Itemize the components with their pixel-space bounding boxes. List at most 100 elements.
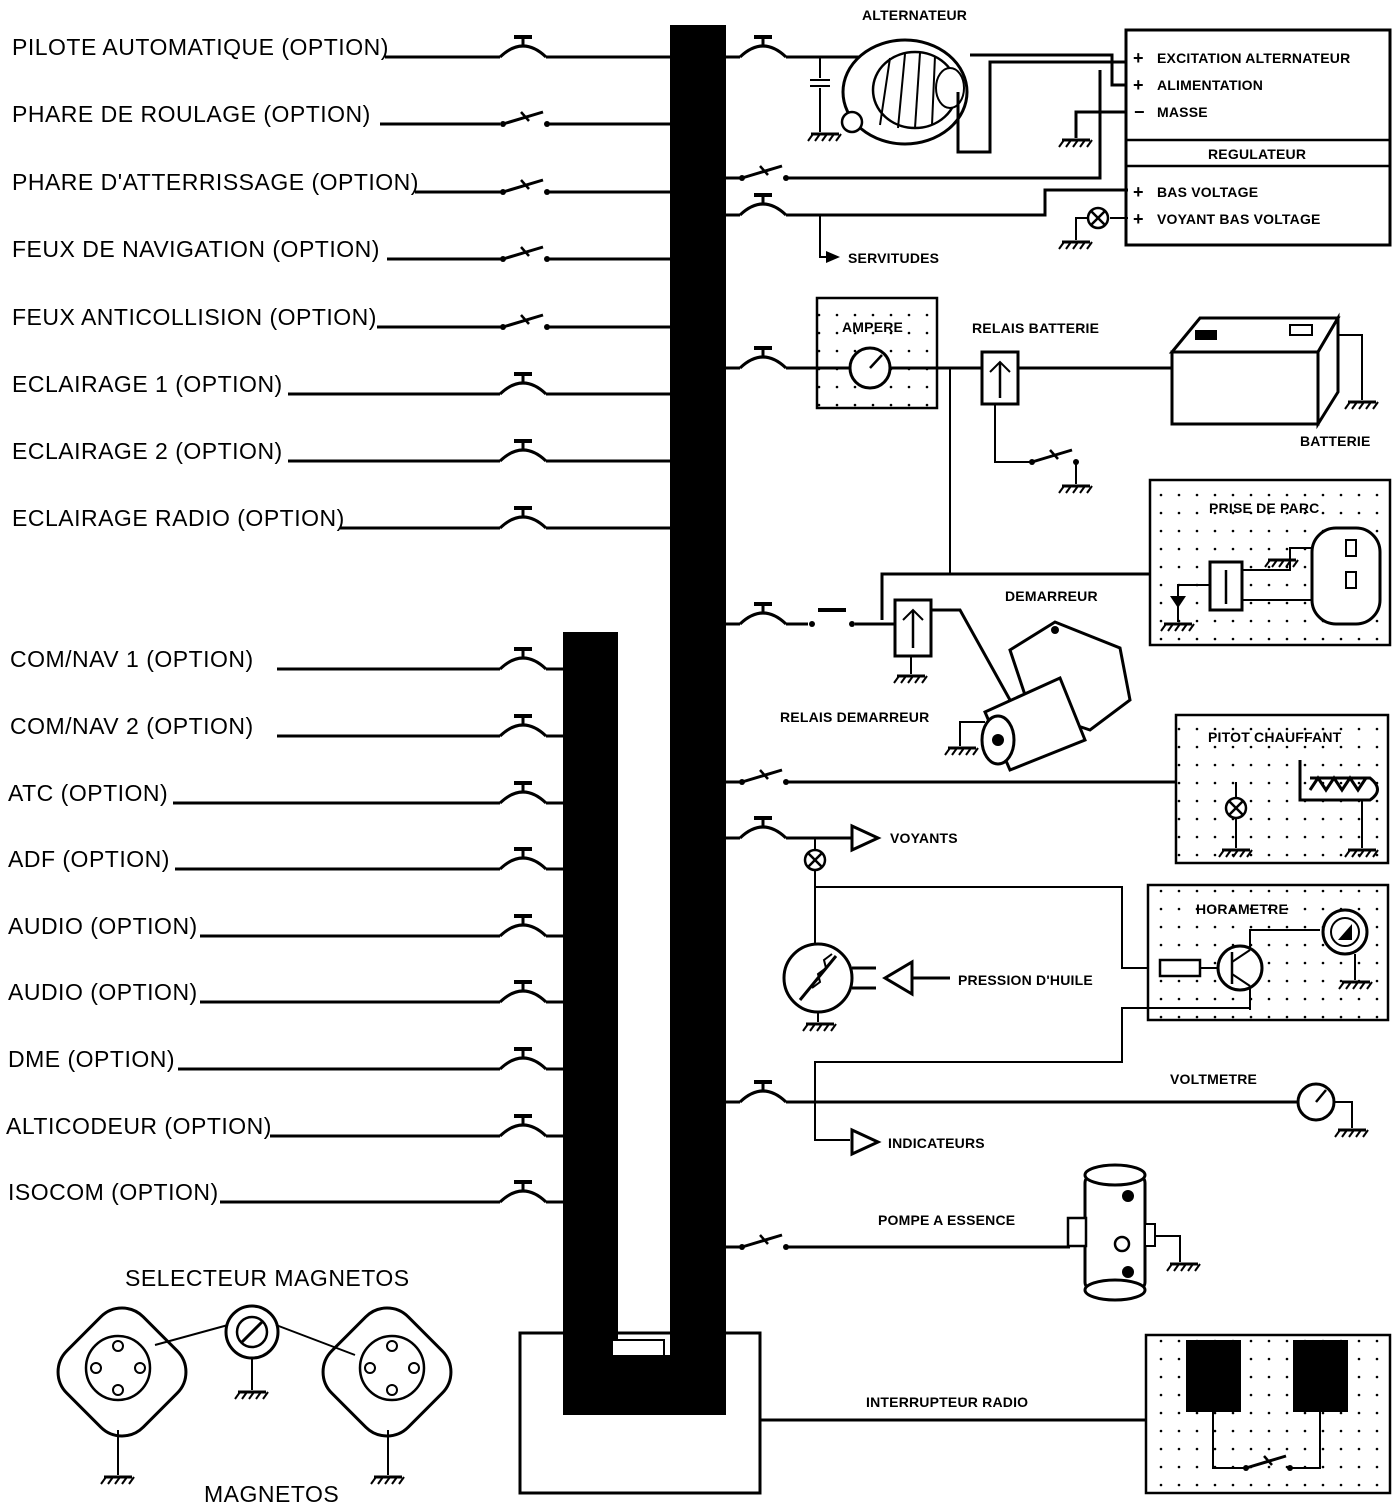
- avionics-label-6: DME (OPTION): [8, 1046, 175, 1072]
- circuit-breaker-icon[interactable]: [498, 1047, 548, 1071]
- regulator-title: REGULATEUR: [1208, 146, 1306, 162]
- ammeter-gauge-icon: [848, 346, 892, 390]
- hour-meter-gauge-icon: [1321, 908, 1369, 956]
- toggle-switch-icon[interactable]: [737, 1233, 791, 1252]
- pression-label: PRESSION D'HUILE: [958, 972, 1093, 988]
- batterie-label: BATTERIE: [1300, 433, 1371, 449]
- oil-pressure-lamp-icon: [803, 848, 827, 872]
- avionics-label-3: ADF (OPTION): [8, 846, 170, 872]
- radio-master-housing: [518, 1331, 762, 1495]
- ampere-label: AMPERE: [842, 319, 903, 335]
- battery-icon: [1168, 312, 1341, 430]
- ammeter-block: AMPERE: [815, 296, 939, 410]
- bus-link-gap: [611, 1339, 665, 1357]
- avionics-label-5: AUDIO (OPTION): [8, 979, 198, 1005]
- bus-link-bar: [563, 1355, 726, 1415]
- avionics-label-4: AUDIO (OPTION): [8, 913, 198, 939]
- pitot-lamp-icon: [1224, 796, 1248, 820]
- radio-master-switch-block[interactable]: [1144, 1333, 1392, 1495]
- regulator-sign-4: +: [1133, 209, 1144, 229]
- main-bus-bar: [670, 25, 726, 1415]
- heater-coil-icon: [1298, 760, 1379, 802]
- starter-relay-icon: [893, 598, 933, 658]
- circuit-breaker-icon[interactable]: [738, 816, 788, 840]
- battery-relay-icon: [980, 350, 1020, 406]
- circuit-breaker-icon[interactable]: [498, 647, 548, 671]
- breaker-label-0: PILOTE AUTOMATIQUE (OPTION): [12, 34, 389, 60]
- circuit-breaker-icon[interactable]: [498, 35, 548, 59]
- avionics-label-8: ISOCOM (OPTION): [8, 1179, 219, 1205]
- magnetos-label: MAGNETOS: [204, 1481, 339, 1506]
- magneto-selector-icon[interactable]: [224, 1304, 280, 1360]
- arrow-icon: [850, 824, 880, 852]
- regulator-terminal-1: ALIMENTATION: [1157, 77, 1263, 93]
- circuit-breaker-icon[interactable]: [498, 372, 548, 396]
- avionics-label-7: ALTICODEUR (OPTION): [6, 1113, 272, 1139]
- circuit-breaker-icon[interactable]: [738, 1080, 788, 1104]
- relais-demarreur-label: RELAIS DEMARREUR: [780, 709, 929, 725]
- toggle-switch-icon[interactable]: [498, 110, 552, 129]
- circuit-breaker-icon[interactable]: [738, 193, 788, 217]
- horametre-label: HORAMETRE: [1196, 901, 1288, 917]
- circuit-breaker-icon[interactable]: [498, 980, 548, 1004]
- hour-meter-block: HORAMETRE: [1146, 883, 1390, 1022]
- circuit-breaker-icon[interactable]: [498, 439, 548, 463]
- circuit-breaker-icon[interactable]: [738, 602, 788, 626]
- breaker-label-2: PHARE D'ATTERRISSAGE (OPTION): [12, 169, 419, 195]
- fuel-pump-icon: [1066, 1163, 1156, 1302]
- avionics-label-0: COM/NAV 1 (OPTION): [10, 646, 254, 672]
- circuit-breaker-icon[interactable]: [498, 781, 548, 805]
- start-button-icon[interactable]: [809, 608, 855, 627]
- magneto-selector-label: SELECTEUR MAGNETOS: [125, 1265, 410, 1291]
- warning-lamp-icon: [1086, 206, 1110, 230]
- arrow-icon: [850, 1128, 880, 1156]
- regulator-sign-0: +: [1133, 48, 1144, 68]
- toggle-switch-icon[interactable]: [1027, 448, 1081, 467]
- circuit-breaker-icon[interactable]: [498, 714, 548, 738]
- left-avionics-breakers: COM/NAV 1 (OPTION) COM/NAV 2 (OPTION) AT…: [6, 646, 563, 1205]
- regulator-sign-2: −: [1134, 102, 1145, 122]
- indicateurs-label: INDICATEURS: [888, 1135, 985, 1151]
- breaker-label-3: FEUX DE NAVIGATION (OPTION): [12, 236, 380, 262]
- breaker-label-4: FEUX ANTICOLLISION (OPTION): [12, 304, 377, 330]
- pitot-label: PITOT CHAUFFANT: [1208, 729, 1342, 745]
- breaker-label-5: ECLAIRAGE 1 (OPTION): [12, 371, 283, 397]
- servitudes-label: SERVITUDES: [848, 250, 939, 266]
- interrupteur-radio-label: INTERRUPTEUR RADIO: [866, 1394, 1028, 1410]
- circuit-breaker-icon[interactable]: [498, 506, 548, 530]
- circuit-breaker-icon[interactable]: [738, 346, 788, 370]
- regulator-terminal-3: BAS VOLTAGE: [1157, 184, 1258, 200]
- left-top-breakers: PILOTE AUTOMATIQUE (OPTION) PHARE DE ROU…: [12, 34, 670, 531]
- voltmeter-gauge-icon: [1296, 1082, 1336, 1122]
- regulator-sign-3: +: [1133, 182, 1144, 202]
- toggle-switch-icon[interactable]: [498, 178, 552, 197]
- avionics-label-2: ATC (OPTION): [8, 780, 168, 806]
- alternator-group: ALTERNATEUR: [726, 7, 1128, 154]
- toggle-switch-icon[interactable]: [737, 768, 791, 787]
- oil-pressure-sensor-icon: [782, 942, 876, 1014]
- left-magneto-icon: [56, 1306, 188, 1438]
- demarreur-label: DEMARREUR: [1005, 588, 1098, 604]
- regulator-terminal-0: EXCITATION ALTERNATEUR: [1157, 50, 1350, 66]
- circuit-breaker-icon[interactable]: [498, 1114, 548, 1138]
- circuit-breaker-icon[interactable]: [498, 1180, 548, 1204]
- regulator-terminal-2: MASSE: [1157, 104, 1208, 120]
- toggle-switch-icon[interactable]: [737, 164, 791, 183]
- breaker-label-7: ECLAIRAGE RADIO (OPTION): [12, 505, 345, 531]
- regulator-block: + EXCITATION ALTERNATEUR + ALIMENTATION …: [1124, 28, 1392, 247]
- relais-batterie-label: RELAIS BATTERIE: [972, 320, 1099, 336]
- toggle-switch-icon[interactable]: [498, 245, 552, 264]
- voyants-label: VOYANTS: [890, 830, 958, 846]
- right-magneto-icon: [321, 1306, 453, 1438]
- circuit-breaker-icon[interactable]: [738, 35, 788, 59]
- circuit-breaker-icon[interactable]: [498, 847, 548, 871]
- starter-motor-icon: [980, 620, 1132, 772]
- toggle-switch-icon[interactable]: [498, 313, 552, 332]
- pressure-arrow-icon: [882, 959, 914, 997]
- circuit-breaker-icon[interactable]: [498, 914, 548, 938]
- voltmetre-label: VOLTMETRE: [1170, 1071, 1257, 1087]
- prise-de-parc-label: PRISE DE PARC: [1209, 500, 1319, 516]
- breaker-label-6: ECLAIRAGE 2 (OPTION): [12, 438, 283, 464]
- regulator-terminal-4: VOYANT BAS VOLTAGE: [1157, 211, 1321, 227]
